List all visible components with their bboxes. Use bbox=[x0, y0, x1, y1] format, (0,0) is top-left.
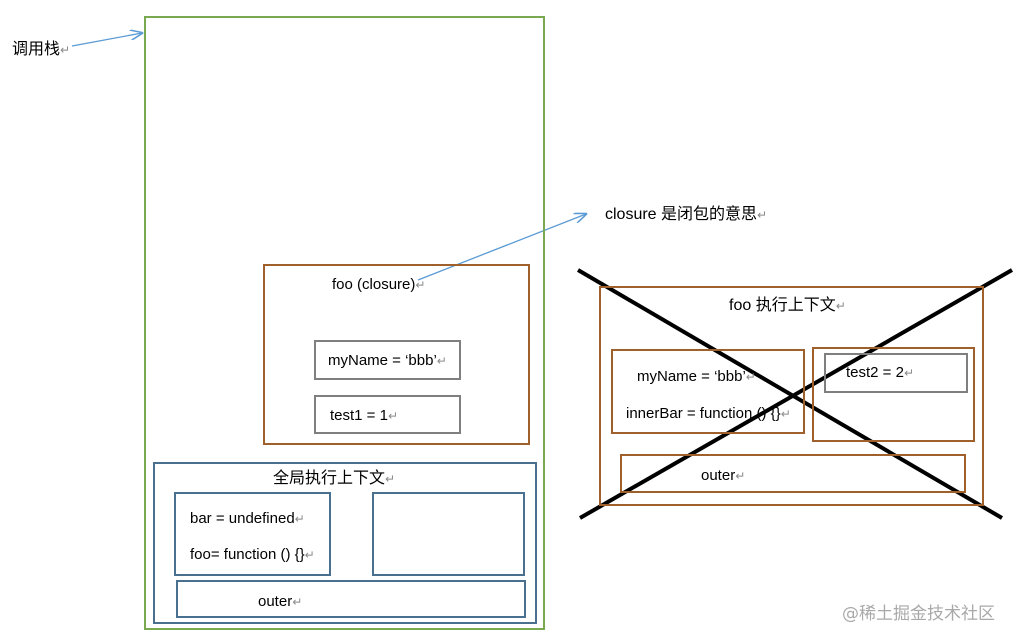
closure-box: foo (closure)↵ myName = ‘bbb’↵ test1 = 1… bbox=[263, 264, 530, 445]
foo-lexical-environment-box: test2 = 2↵ bbox=[812, 347, 975, 442]
foo-variable-environment-box: myName = ‘bbb’↵ innerBar = function () {… bbox=[611, 349, 805, 434]
lexical-item-box: test2 = 2↵ bbox=[824, 353, 968, 393]
watermark: @稀土掘金技术社区 bbox=[842, 604, 995, 624]
lexical-item: test2 = 2 bbox=[846, 364, 904, 381]
closure-item-test1: test1 = 1↵ bbox=[314, 395, 461, 434]
closure-item-label: myName = ‘bbb’ bbox=[328, 352, 437, 369]
variable-item: innerBar = function () {} bbox=[626, 405, 781, 422]
variable-item: bar = undefined bbox=[190, 510, 295, 527]
variable-item: myName = ‘bbb’ bbox=[637, 368, 746, 385]
cross-line-1 bbox=[576, 268, 1004, 520]
closure-arrow bbox=[417, 214, 586, 281]
outer-label: outer bbox=[701, 467, 736, 484]
global-context-box: 全局执行上下文↵ bar = undefined↵ foo= function … bbox=[153, 462, 537, 624]
closure-item-myname: myName = ‘bbb’↵ bbox=[314, 340, 461, 380]
outer-box: outer↵ bbox=[176, 580, 526, 618]
variable-item: foo= function () {} bbox=[190, 546, 305, 563]
cross-line-2 bbox=[579, 268, 1013, 520]
call-stack-box bbox=[144, 16, 545, 630]
outer-label: outer bbox=[258, 593, 293, 610]
variable-environment-box: bar = undefined↵ foo= function () {}↵ bbox=[174, 492, 331, 576]
foo-context-box: foo 执行上下文↵ myName = ‘bbb’↵ innerBar = fu… bbox=[599, 286, 984, 506]
closure-title: foo (closure)↵ bbox=[332, 276, 426, 293]
call-stack-label: 调用栈↵ bbox=[12, 41, 71, 58]
foo-context-title: foo 执行上下文↵ bbox=[729, 297, 846, 314]
closure-item-label: test1 = 1 bbox=[330, 407, 388, 424]
lexical-environment-box bbox=[372, 492, 525, 576]
call-stack-arrow bbox=[71, 33, 142, 47]
foo-outer-box: outer↵ bbox=[620, 454, 966, 493]
global-context-title: 全局执行上下文↵ bbox=[273, 470, 396, 487]
closure-note: closure 是闭包的意思↵ bbox=[605, 206, 768, 223]
